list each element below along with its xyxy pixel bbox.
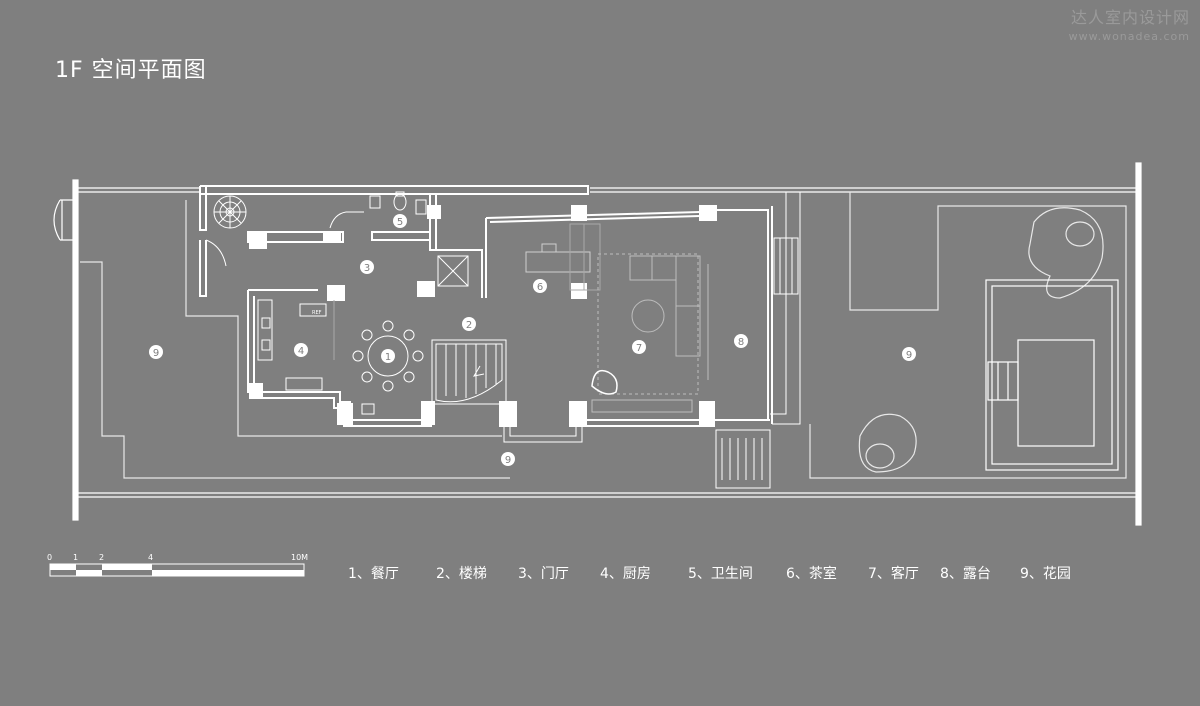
legend-item-living-room: 7、客厅 — [868, 566, 919, 582]
lounge-chair — [591, 369, 618, 395]
site-boundary — [72, 162, 1142, 526]
watermark: 达人室内设计网 www.wonadea.com — [1069, 4, 1190, 43]
marker-bathroom: 5 — [393, 214, 407, 228]
marker-living-room: 7 — [632, 340, 646, 354]
marker-living-room-label: 7 — [636, 343, 642, 354]
marker-foyer-label: 3 — [364, 263, 370, 274]
scale-tick-0: 0 — [47, 553, 52, 562]
legend-item-kitchen: 4、厨房 — [600, 566, 651, 582]
legend-item-garden: 9、花园 — [1020, 566, 1071, 582]
tree — [213, 195, 247, 229]
marker-dining-label: 1 — [385, 352, 391, 363]
legend-item-stairs: 2、楼梯 — [436, 566, 487, 582]
watermark-url: www.wonadea.com — [1068, 30, 1190, 43]
marker-garden-west-label: 9 — [153, 348, 159, 359]
scale-tick-10m: 10M — [291, 553, 308, 562]
bathroom-fixtures — [329, 191, 427, 229]
scale-tick-2: 2 — [99, 553, 104, 562]
marker-stairs: 2 — [462, 317, 476, 331]
marker-terrace: 8 — [734, 334, 748, 348]
marker-garden-south: 9 — [501, 452, 515, 466]
west-garden-outline — [80, 200, 510, 479]
living-room-furniture — [591, 253, 709, 413]
marker-garden-east: 9 — [902, 347, 916, 361]
marker-kitchen: 4 — [294, 343, 308, 357]
scale-bar: 0 1 2 4 10M — [47, 553, 308, 577]
elevator — [437, 255, 469, 287]
legend-item-terrace: 8、露台 — [940, 566, 991, 582]
legend-item-bathroom: 5、卫生间 — [688, 566, 753, 582]
room-legend: 1、餐厅 2、楼梯 3、门厅 4、厨房 5、卫生间 6、茶室 7、客厅 8、露台… — [348, 563, 1090, 583]
dining-table — [352, 320, 424, 392]
building-walls — [199, 185, 773, 427]
legend-item-tea-room: 6、茶室 — [786, 566, 837, 582]
east-garden-outline — [809, 192, 1127, 479]
marker-foyer: 3 — [360, 260, 374, 274]
scale-tick-4: 4 — [148, 553, 153, 562]
marker-stairs-label: 2 — [466, 320, 472, 331]
marker-garden-east-label: 9 — [906, 350, 912, 361]
staircase — [431, 339, 583, 443]
marker-garden-south-label: 9 — [505, 455, 511, 466]
marker-bathroom-label: 5 — [397, 217, 403, 228]
pool — [985, 279, 1119, 471]
marker-garden-west: 9 — [149, 345, 163, 359]
page-title: 1F 空间平面图 — [55, 58, 207, 83]
marker-tea-room: 6 — [533, 279, 547, 293]
tea-room-fixtures — [525, 223, 601, 291]
kitchen-fixtures — [257, 299, 375, 415]
marker-kitchen-label: 4 — [298, 346, 304, 357]
scale-tick-1: 1 — [73, 553, 78, 562]
marker-tea-room-label: 6 — [537, 282, 543, 293]
entry-gate — [53, 199, 73, 241]
marker-terrace-label: 8 — [738, 337, 744, 348]
side-door — [205, 239, 227, 267]
fridge-label: REF — [312, 310, 322, 316]
legend-item-foyer: 3、门厅 — [518, 566, 569, 582]
watermark-name: 达人室内设计网 — [1070, 8, 1190, 27]
room-markers: 1 2 3 4 5 6 7 8 — [149, 214, 916, 466]
marker-dining: 1 — [381, 349, 395, 363]
terrace-steps — [715, 192, 801, 489]
legend-item-dining: 1、餐厅 — [348, 566, 399, 582]
